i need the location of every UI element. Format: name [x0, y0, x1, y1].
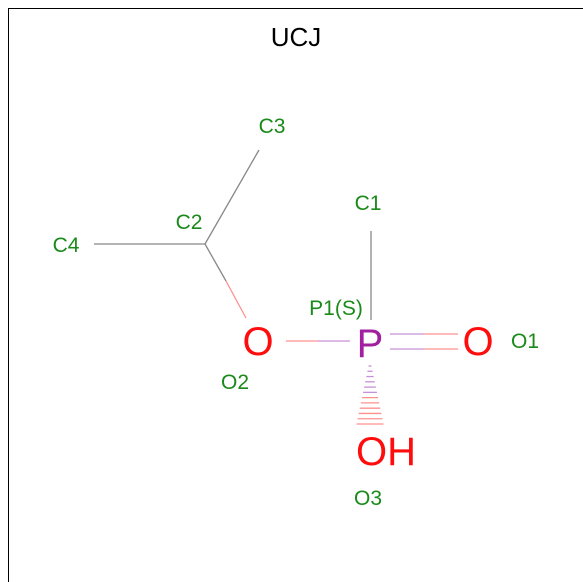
atom-p1-label: P1(S) [309, 297, 363, 320]
bonds [94, 149, 458, 425]
atom-o3-symbol: OH [356, 430, 416, 474]
bond-p1-o1-double [390, 333, 458, 350]
bond-p1-o3-hashed-wedge [356, 365, 384, 425]
atom-c1-label: C1 [355, 192, 382, 215]
atom-o1-label: O1 [511, 330, 539, 353]
atom-c4-label: C4 [53, 234, 80, 257]
atom-o1-symbol: O [462, 320, 493, 364]
bond-c2-c3 [204, 149, 260, 245]
molecule-title: UCJ [271, 22, 322, 52]
bond-c2-o2 [204, 243, 247, 319]
atom-c3-label: C3 [259, 115, 286, 138]
atom-o2-label: O2 [221, 371, 249, 394]
frame-border [8, 8, 583, 582]
atom-symbols: O P O OH [242, 320, 493, 474]
atom-p1-symbol: P [357, 322, 384, 366]
atom-o2-symbol: O [242, 320, 273, 364]
atom-labels: C3 C2 C4 C1 P1(S) O1 O2 O3 [53, 115, 539, 510]
atom-o3-label: O3 [354, 487, 382, 510]
atom-c2-label: C2 [176, 211, 203, 234]
